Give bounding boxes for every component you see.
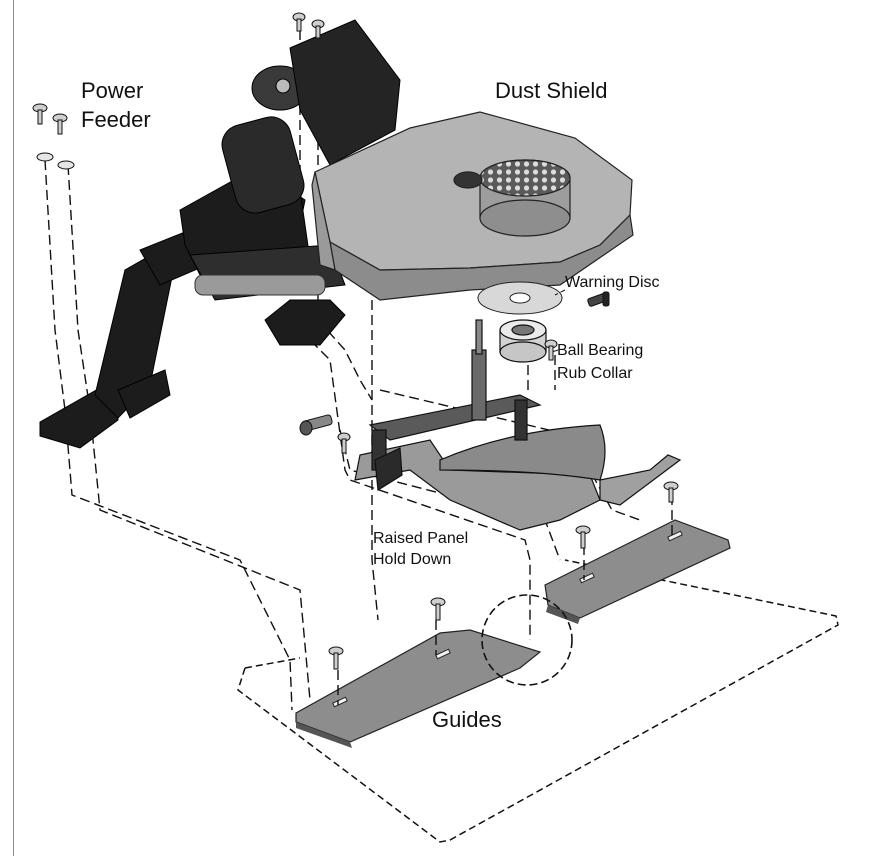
leader-lines xyxy=(551,289,566,353)
screw-guide-4 xyxy=(663,481,679,503)
ball-bearing-part xyxy=(499,319,547,363)
dust-shield-bolt xyxy=(587,291,610,307)
dust-shield-part xyxy=(311,111,634,301)
screw-holddown xyxy=(337,432,351,454)
label-power-feeder-line1: Power xyxy=(81,78,144,103)
screw-guide-3 xyxy=(575,525,591,549)
label-warning-disc: Warning Disc xyxy=(565,274,660,291)
screw-feeder-1 xyxy=(32,103,48,125)
label-dust-shield: Dust Shield xyxy=(495,78,608,103)
screws xyxy=(32,12,679,670)
hold-down-bolt xyxy=(299,414,333,436)
hold-down-part xyxy=(354,319,682,531)
screw-guide-2 xyxy=(430,597,446,621)
label-ball-bearing-line1: Ball Bearing xyxy=(557,342,644,359)
cutter-opening-circle xyxy=(481,594,573,686)
label-power-feeder-line2: Feeder xyxy=(81,107,151,132)
screw-collar xyxy=(544,339,558,361)
screw-top-1 xyxy=(292,12,306,32)
label-raised-panel-line2: Hold Down xyxy=(373,551,452,568)
page-left-rule xyxy=(13,0,14,856)
guide-left xyxy=(295,629,542,748)
screw-feeder-2 xyxy=(52,113,68,135)
label-guides: Guides xyxy=(432,707,502,732)
label-raised-panel-line1: Raised Panel xyxy=(373,530,469,547)
washer-feeder-1 xyxy=(36,152,54,162)
power-feeder-stand xyxy=(39,159,346,449)
label-ball-bearing-line2: Rub Collar xyxy=(557,365,633,382)
guide-right xyxy=(544,519,731,624)
warning-disc-part xyxy=(477,281,563,315)
washer-feeder-2 xyxy=(57,160,75,170)
table-outline xyxy=(237,559,839,843)
power-feeder-motor xyxy=(189,19,401,301)
screw-top-2 xyxy=(311,19,325,39)
screw-guide-1 xyxy=(328,646,344,670)
guide-slots xyxy=(332,530,683,708)
